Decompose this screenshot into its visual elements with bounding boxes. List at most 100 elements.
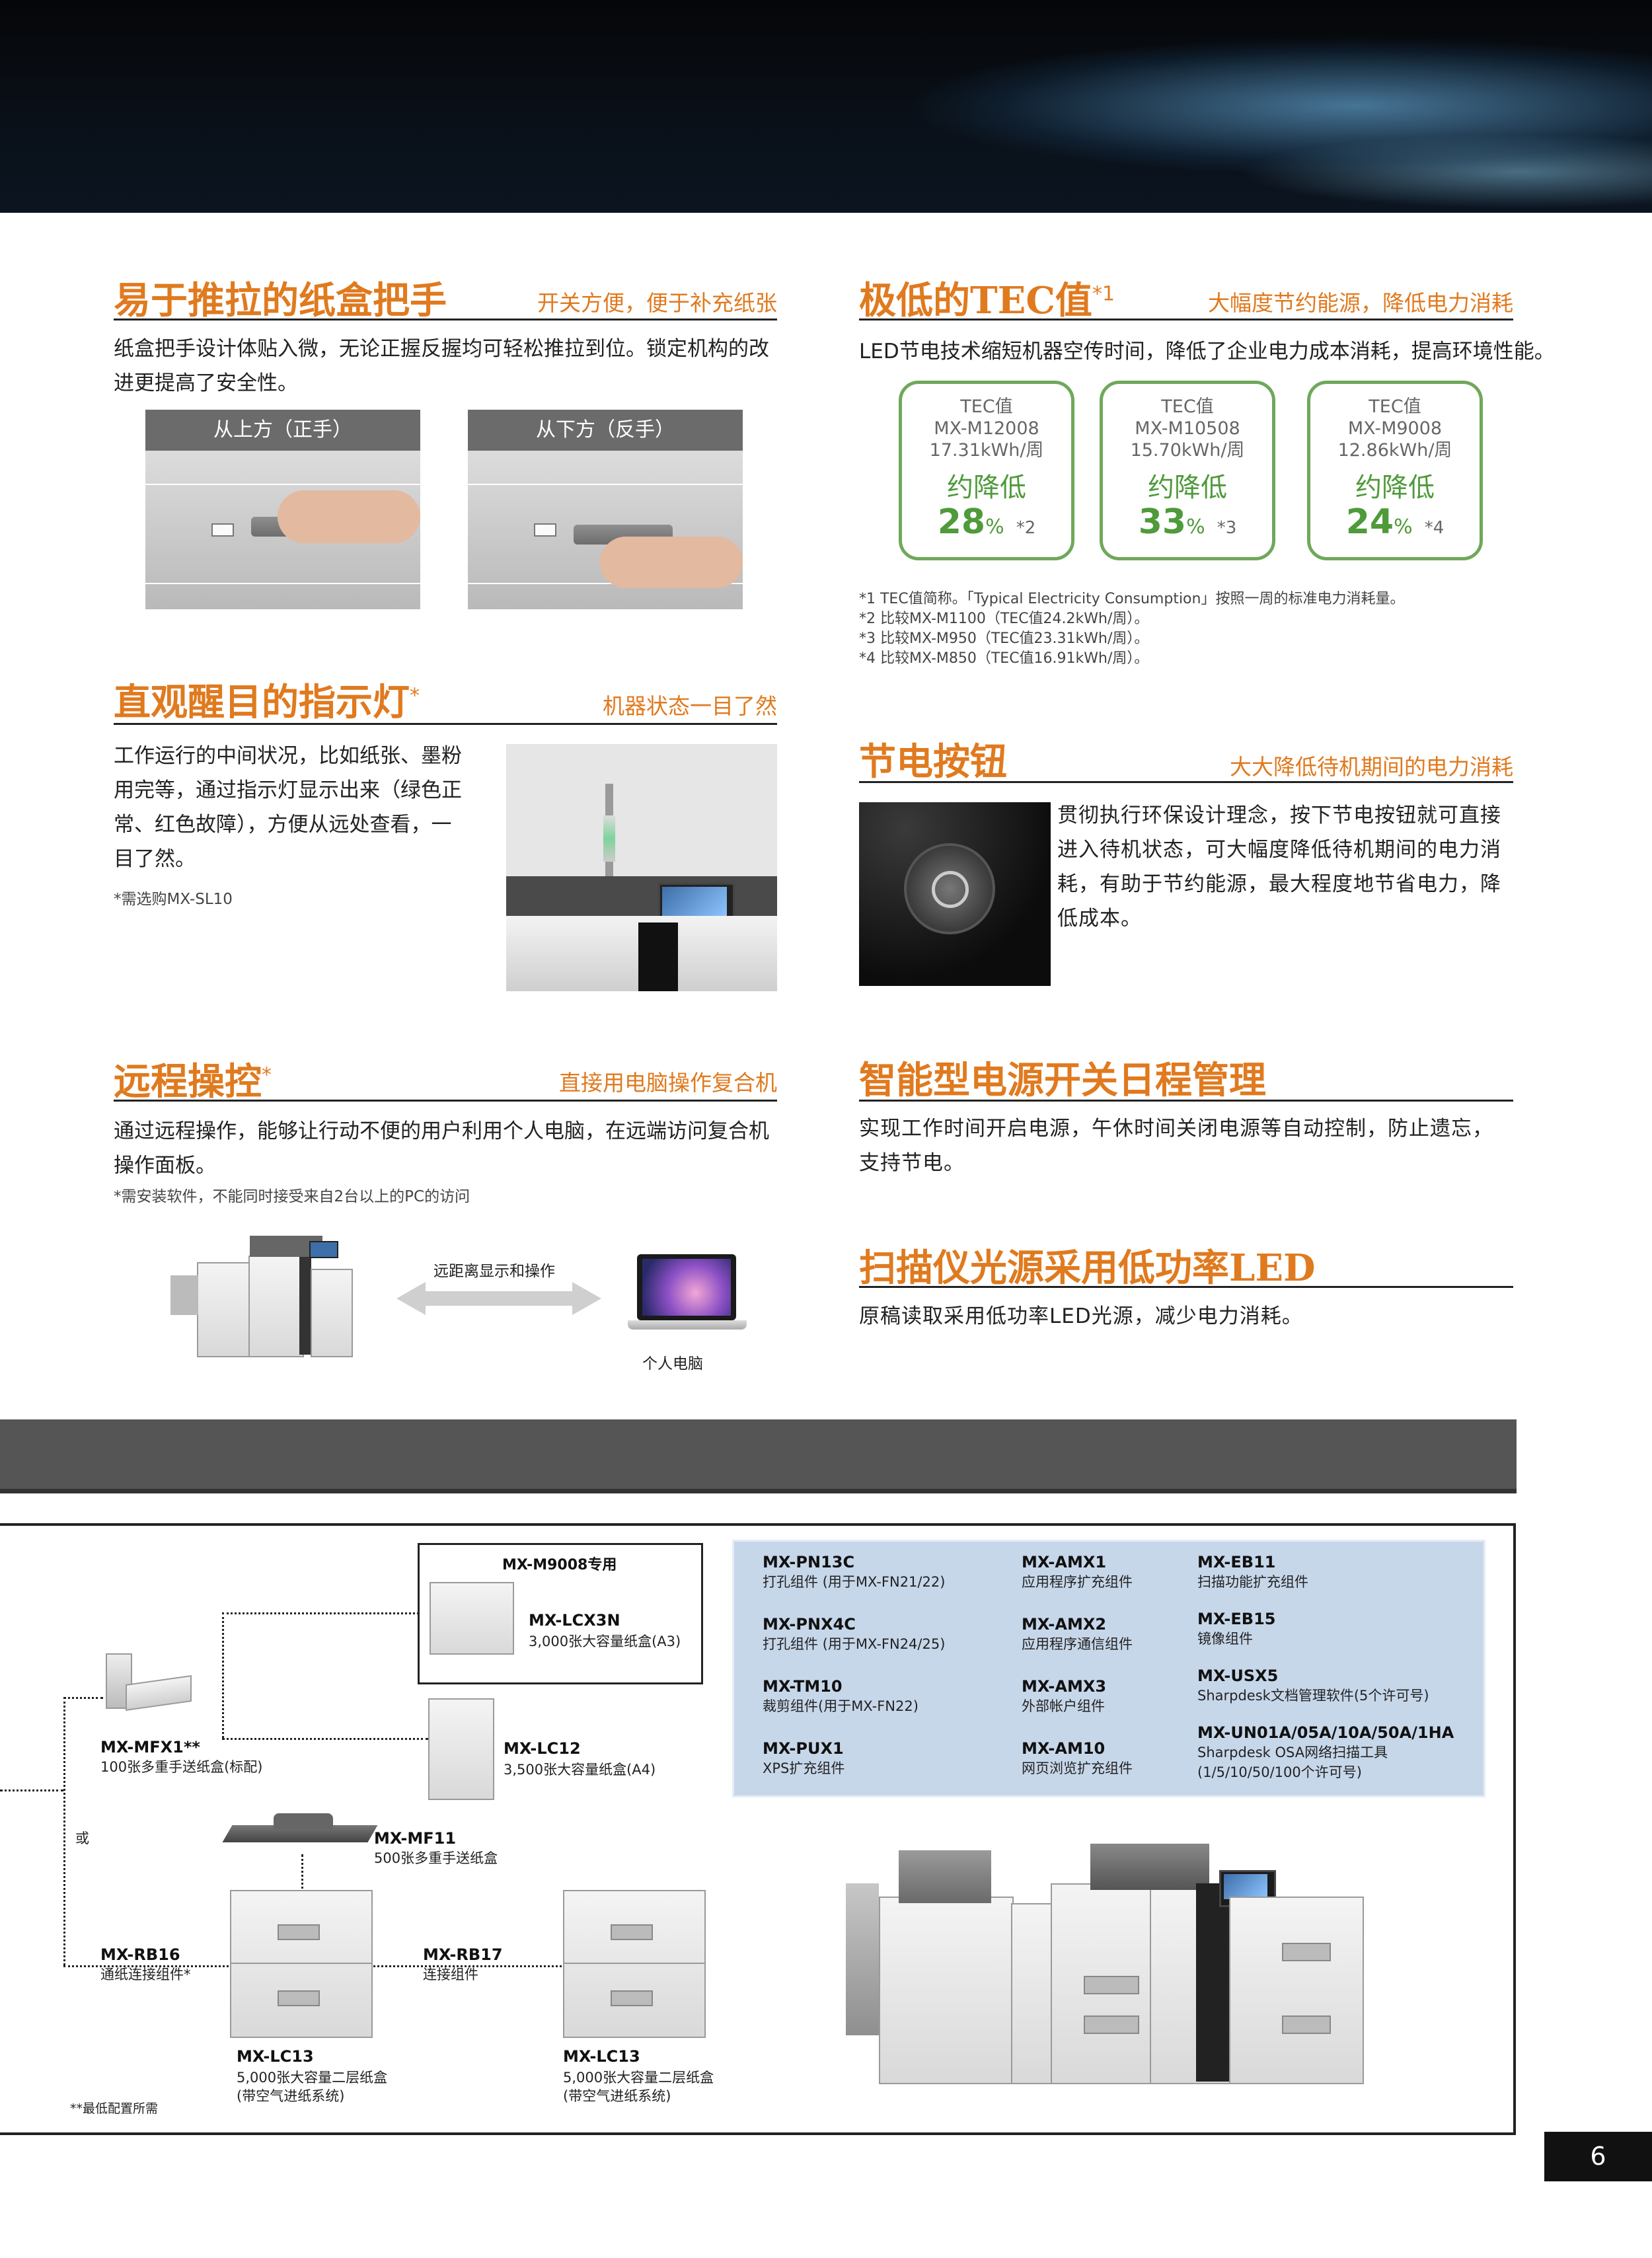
section-body-schedule: 实现工作时间开启电源，午休时间关闭电源等自动控制，防止遗忘，支持节电。: [859, 1117, 1493, 1175]
tec-box-m10508: TEC值 MX-M10508 15.70kWh/周 约降低 33% *3: [1100, 381, 1275, 560]
tec-model: MX-M10508: [1135, 418, 1240, 439]
option-desc: 网页浏览扩充组件: [1022, 1760, 1133, 1776]
pct-unit: %: [985, 515, 1004, 539]
section-rule: [114, 1100, 777, 1102]
option-name: MX-PUX1: [763, 1739, 844, 1758]
config-footnote: **最低配置所需: [70, 2101, 159, 2116]
option-name: MX-EB15: [1197, 1610, 1276, 1628]
tec-box-m12008: TEC值 MX-M12008 17.31kWh/周 约降低 28% *2: [899, 381, 1074, 560]
tec-value: 12.86kWh/周: [1337, 440, 1452, 461]
tray-photo: [468, 451, 743, 609]
photo-backhand: 从下方（反手）: [468, 410, 743, 609]
connector-line: [0, 1789, 63, 1791]
section-title-led: 扫描仪光源采用低功率LED: [859, 1246, 1316, 1290]
section-rule: [114, 723, 777, 725]
section-title-power-save: 节电按钮: [859, 740, 1007, 784]
indicator-photo: [506, 744, 777, 991]
options-box: [732, 1540, 1485, 1797]
section-subtitle-tec: 大幅度节约能源，降低电力消耗: [1208, 290, 1513, 316]
section-subtitle-indicator: 机器状态一目了然: [603, 693, 777, 719]
mfx1-image: [99, 1653, 192, 1719]
lc13b-desc: 5,000张大容量二层纸盒: [563, 2070, 714, 2086]
mf11-name: MX-MF11: [374, 1829, 457, 1848]
tec-reduction-percent: 28% *2: [902, 502, 1071, 548]
option-name: MX-EB11: [1197, 1553, 1276, 1571]
indicator-lamp: [603, 815, 615, 862]
lcx3n-name: MX-LCX3N: [529, 1611, 620, 1630]
rb16-desc: 通纸连接组件*: [100, 1967, 191, 1982]
section-rule: [859, 1100, 1513, 1102]
footnote-mark: *: [262, 1063, 272, 1087]
option-desc: 外部帐户组件: [1022, 1698, 1105, 1714]
option-name: MX-AMX3: [1022, 1677, 1107, 1696]
lc13-image: [563, 1890, 706, 2038]
lc13a-desc2: (带空气进纸系统): [237, 2088, 345, 2104]
option-desc: 应用程序通信组件: [1022, 1636, 1133, 1652]
tec-reduction-percent: 33% *3: [1103, 502, 1272, 548]
connector-line: [222, 1738, 428, 1740]
footnote-mark: *: [410, 684, 420, 708]
tec-reduction-label: 约降低: [1355, 472, 1435, 503]
tec-box-m9008: TEC值 MX-M9008 12.86kWh/周 约降低 24% *4: [1307, 381, 1483, 560]
section-title-tray-handle: 易于推拉的纸盒把手: [114, 279, 447, 322]
option-name: MX-PNX4C: [763, 1615, 856, 1634]
lc13b-name: MX-LC13: [563, 2047, 640, 2066]
connector-line: [370, 1965, 562, 1967]
lc12-desc: 3,500张大容量纸盒(A4): [504, 1762, 656, 1778]
lcx3n-desc: 3,000张大容量纸盒(A3): [529, 1634, 681, 1649]
section-band-shadow: [0, 1489, 1517, 1493]
mf11-desc: 500张多重手送纸盒: [374, 1850, 498, 1866]
rb16-name: MX-RB16: [100, 1945, 180, 1964]
section-title-tec: 极低的TEC值*1: [859, 271, 1115, 324]
double-arrow-icon: [396, 1282, 601, 1315]
arrow-label: 远距离显示和操作: [433, 1263, 555, 1280]
section-subtitle-tray-handle: 开关方便，便于补充纸张: [537, 290, 777, 316]
option-desc: 应用程序扩充组件: [1022, 1574, 1133, 1590]
pc-label: 个人电脑: [642, 1355, 703, 1373]
tec-label: TEC值: [1161, 396, 1214, 417]
indicator-note: *需选购MX-SL10: [114, 891, 233, 908]
mfp-system-illustration: [833, 1844, 1401, 2095]
connector-line: [63, 1697, 103, 1699]
rb17-desc: 连接组件: [423, 1967, 478, 1982]
power-save-photo: [859, 802, 1051, 986]
tec-reduction-percent: 24% *4: [1310, 502, 1480, 548]
pct-unit: %: [1186, 515, 1205, 539]
section-rule: [114, 319, 777, 320]
tec-footnotes: *1 TEC值简称。「Typical Electricity Consumpti…: [859, 589, 1513, 669]
or-label: 或: [75, 1830, 89, 1846]
lc12-name: MX-LC12: [504, 1739, 581, 1758]
option-name: MX-TM10: [763, 1677, 843, 1696]
section-body-led: 原稿读取采用低功率LED光源，减少电力消耗。: [859, 1304, 1303, 1328]
pct-note: *3: [1217, 518, 1237, 538]
option-desc: Sharpdesk OSA网络扫描工具: [1197, 1745, 1388, 1760]
option-name: MX-PN13C: [763, 1553, 855, 1571]
option-desc: Sharpdesk文档管理软件(5个许可号): [1197, 1688, 1429, 1704]
hand: [600, 537, 743, 588]
page-number: 6: [1544, 2132, 1652, 2181]
power-save-button-icon: [904, 843, 995, 934]
footnote: *2 比较MX-M1100（TEC值24.2kWh/周）。: [859, 611, 1149, 627]
footnote: *3 比较MX-M950（TEC值23.31kWh/周）。: [859, 630, 1149, 647]
section-title-indicator: 直观醒目的指示灯*: [114, 673, 420, 726]
photo-forehand: 从上方（正手）: [145, 410, 420, 609]
lc13b-desc2: (带空气进纸系统): [563, 2088, 671, 2104]
tec-label: TEC值: [1369, 396, 1421, 417]
connector-line: [63, 1697, 65, 1965]
lc12-image: [428, 1698, 494, 1800]
mfp-illustration: [170, 1236, 356, 1361]
pct-value: 33: [1138, 502, 1187, 542]
connector-line: [222, 1612, 224, 1738]
section-title-schedule: 智能型电源开关日程管理: [859, 1059, 1266, 1102]
section-body-tec: LED节电技术缩短机器空传时间，降低了企业电力成本消耗，提高环境性能。: [859, 340, 1555, 363]
laptop-icon: [628, 1254, 747, 1334]
section-subtitle-remote: 直接用电脑操作复合机: [559, 1070, 777, 1096]
option-item: MX-AMX3 外部帐户组件: [1022, 1677, 1106, 1715]
mf11-image: [222, 1813, 378, 1850]
